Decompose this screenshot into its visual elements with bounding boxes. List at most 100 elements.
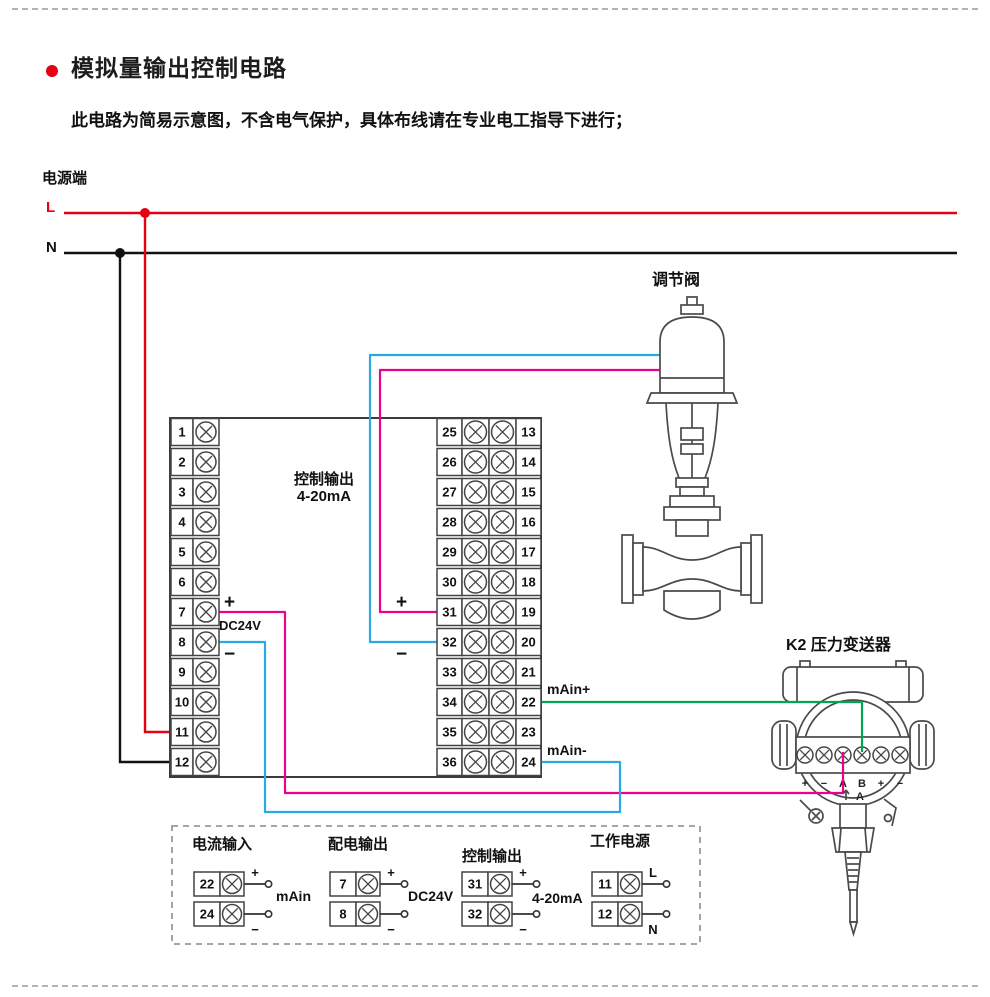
legend-connection-point xyxy=(264,879,273,888)
control-output-range: 4-20mA xyxy=(296,488,352,506)
ma-in-minus-label: mAin- xyxy=(547,742,587,758)
screw-terminal-icon xyxy=(490,540,515,564)
screw-terminal-icon xyxy=(221,903,243,925)
terminal-number: 16 xyxy=(521,515,535,530)
screw-terminal-icon xyxy=(195,721,217,743)
terminal-number: 23 xyxy=(521,725,535,740)
screw-terminal-icon xyxy=(357,873,379,895)
legend-connection-point xyxy=(532,879,541,888)
legend-terminal-tag: L xyxy=(649,865,657,880)
ma-in-minus-loop-wire xyxy=(219,640,622,814)
valve-body xyxy=(642,546,742,592)
screw-terminal-icon xyxy=(463,600,488,624)
legend-connection-point xyxy=(264,909,273,918)
screw-terminal-icon xyxy=(853,746,871,764)
terminal-number: 24 xyxy=(200,907,215,922)
valve-flange-right xyxy=(750,534,763,604)
valve-wire-magenta xyxy=(378,368,707,614)
screw-terminal-icon xyxy=(463,510,488,534)
screw-terminal-icon xyxy=(463,540,488,564)
legend-connection-point xyxy=(662,909,671,918)
valve-flange-left xyxy=(621,534,634,604)
legend-connection-point xyxy=(662,879,671,888)
terminal-number: 22 xyxy=(521,695,535,710)
screw-terminal-icon xyxy=(815,746,833,764)
terminal-number: 8 xyxy=(178,635,185,650)
valve-label: 调节阀 xyxy=(652,272,701,289)
ma-in-plus-label: mAin+ xyxy=(547,681,591,697)
screw-terminal-icon xyxy=(195,631,217,653)
legend-connection-point xyxy=(400,909,409,918)
page-crop-dash-bottom xyxy=(12,985,978,987)
terminal-number: 26 xyxy=(442,455,456,470)
screw-terminal-icon xyxy=(463,750,488,774)
transmitter-bracket xyxy=(883,798,897,827)
legend-center-dc24v: DC24V xyxy=(408,888,454,904)
legend-title-power-dist-output: 配电输出 xyxy=(328,836,389,853)
terminal-number: 21 xyxy=(521,665,535,680)
valve-yoke-right xyxy=(704,402,719,479)
terminal-number: 32 xyxy=(442,635,456,650)
screw-terminal-icon xyxy=(195,661,217,683)
page-subtitle: 此电路为简易示意图，不含电气保护，具体布线请在专业电工指导下进行； xyxy=(71,111,632,130)
legend-connection-point xyxy=(400,879,409,888)
screw-terminal-icon xyxy=(490,630,515,654)
legend-terminal-tag: N xyxy=(648,922,657,937)
title-bullet-icon xyxy=(46,65,58,77)
legend-connection-point xyxy=(532,909,541,918)
terminal-number: 6 xyxy=(178,575,185,590)
terminal-number-box xyxy=(515,537,542,567)
terminal-number-box xyxy=(329,871,357,897)
terminal-number: 27 xyxy=(442,485,456,500)
transmitter-signal-wire xyxy=(541,700,864,752)
terminal-number: 32 xyxy=(468,907,482,922)
page-crop-dash-top xyxy=(12,8,978,10)
terminal-number: 12 xyxy=(598,907,612,922)
terminal-number: 24 xyxy=(521,755,536,770)
terminal-number: 5 xyxy=(178,545,185,560)
screw-terminal-icon xyxy=(195,421,217,443)
terminal-number: 20 xyxy=(521,635,535,650)
legend-box xyxy=(171,825,701,945)
control-output-title: 控制输出 xyxy=(293,471,354,488)
terminal-number-box xyxy=(591,871,619,897)
dc24v-label: DC24V xyxy=(219,618,261,633)
terminal-number: 34 xyxy=(442,695,457,710)
screw-terminal-icon xyxy=(195,451,217,473)
terminal-number-box xyxy=(515,597,542,627)
terminal-number-box xyxy=(436,627,463,657)
terminal-number: 22 xyxy=(200,877,214,892)
l-line-label: L xyxy=(46,199,56,216)
screw-terminal-icon xyxy=(490,750,515,774)
screw-terminal-icon xyxy=(463,630,488,654)
terminal-number: 4 xyxy=(178,515,186,530)
screw-terminal-icon xyxy=(195,601,217,623)
legend-terminal-tag: − xyxy=(519,922,527,937)
legend-center-ma-in: mAin xyxy=(276,888,311,904)
terminal-number: 29 xyxy=(442,545,456,560)
terminal-number-box xyxy=(591,901,619,927)
screw-terminal-icon xyxy=(490,720,515,744)
terminal-number: 31 xyxy=(468,877,482,892)
terminal-number-box xyxy=(193,901,221,927)
screw-terminal-icon xyxy=(490,690,515,714)
screw-terminal-icon xyxy=(463,570,488,594)
screw-terminal-icon xyxy=(195,481,217,503)
terminal-number-box xyxy=(515,477,542,507)
legend-terminal-tag: + xyxy=(519,865,527,880)
terminal-number: 8 xyxy=(339,907,346,922)
screw-terminal-icon xyxy=(796,746,814,764)
terminal-number-box xyxy=(436,477,463,507)
terminal-number-box xyxy=(461,871,489,897)
screw-terminal-icon xyxy=(195,691,217,713)
legend-terminal-tag: + xyxy=(251,865,259,880)
screw-terminal-icon xyxy=(357,903,379,925)
terminal-number: 36 xyxy=(442,755,456,770)
screw-terminal-icon xyxy=(463,450,488,474)
screw-terminal-icon xyxy=(195,571,217,593)
page-title: 模拟量输出控制电路 xyxy=(71,55,287,81)
terminal-number-box xyxy=(515,507,542,537)
screw-terminal-icon xyxy=(463,720,488,744)
legend-center-4-20ma: 4-20mA xyxy=(532,890,583,906)
